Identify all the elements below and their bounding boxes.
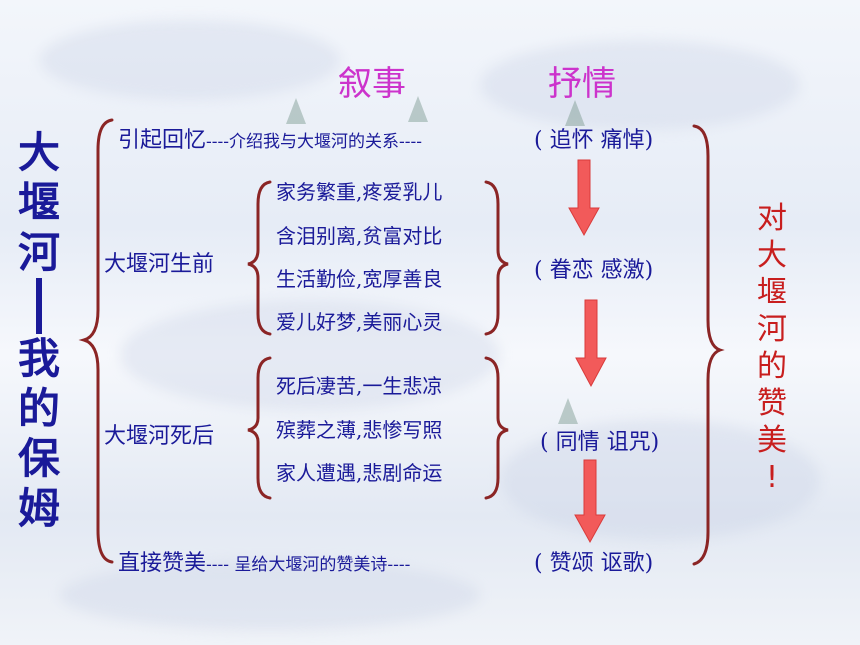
snow-patch — [480, 40, 800, 130]
note-char: 大 — [757, 238, 787, 273]
row-dash: ---- — [206, 132, 229, 152]
dead-item: 家人遭遇,悲剧命运 — [276, 461, 443, 485]
title-char: 河 — [17, 228, 60, 277]
snow-patch — [40, 20, 340, 100]
title-dash — [36, 278, 42, 334]
praise-note: 对 大 堰 河 的 赞 美 ! — [752, 200, 792, 496]
snow-patch — [60, 560, 480, 630]
title-char: 堰 — [17, 178, 60, 227]
emotion-recall: ( 追怀 痛悼) — [534, 128, 654, 153]
title-char: 我 — [17, 334, 60, 383]
label-alive: 大堰河生前 — [104, 252, 215, 277]
note-char: 河 — [757, 312, 787, 347]
emotion-alive: ( 眷恋 感激) — [534, 258, 654, 283]
row-dash: ---- — [399, 132, 422, 152]
arrow-down-icon — [575, 299, 607, 388]
note-char: 赞 — [757, 386, 787, 421]
tree-decoration — [286, 98, 306, 124]
row-praise: 直接赞美---- 呈给大堰河的赞美诗---- — [118, 545, 410, 577]
dead-left-brace — [247, 356, 272, 500]
note-char: 的 — [757, 349, 787, 384]
emotion-praise: ( 赞颂 讴歌) — [534, 551, 654, 576]
emotion-dead: ( 同情 诅咒) — [540, 430, 660, 455]
tree-decoration — [408, 96, 428, 122]
alive-left-brace — [247, 180, 272, 336]
alive-item: 生活勤俭,宽厚善良 — [276, 267, 443, 291]
dead-item: 殡葬之薄,悲惨写照 — [276, 418, 443, 442]
row-detail: 介绍我与大堰河的关系 — [229, 132, 399, 152]
note-char: 对 — [757, 201, 787, 236]
heading-lyric: 抒情 — [548, 64, 616, 104]
dead-item: 死后凄苦,一生悲凉 — [276, 374, 443, 398]
row-main-text: 直接赞美 — [118, 551, 207, 576]
note-char: 堰 — [757, 275, 787, 310]
title-char: 姆 — [17, 484, 60, 533]
arrow-down-icon — [568, 159, 600, 237]
big-left-brace — [78, 118, 114, 564]
alive-item: 爱儿好梦,美丽心灵 — [276, 310, 443, 334]
snow-patch — [500, 420, 820, 540]
alive-item: 含泪别离,贫富对比 — [276, 224, 443, 248]
row-recall: 引起回忆----介绍我与大堰河的关系---- — [118, 122, 422, 154]
alive-item: 家务繁重,疼爱乳儿 — [276, 180, 443, 204]
note-char: 美 — [757, 423, 787, 458]
tree-decoration — [558, 398, 578, 424]
row-dash: ---- — [387, 555, 411, 575]
title-char: 的 — [17, 384, 60, 433]
alive-right-brace — [484, 180, 509, 336]
snow-patch — [120, 300, 500, 410]
title-char: 保 — [17, 434, 60, 483]
tree-decoration — [565, 100, 585, 126]
dead-right-brace — [484, 356, 509, 500]
big-right-brace — [692, 124, 725, 566]
row-detail: 呈给大堰河的赞美诗 — [234, 555, 388, 575]
heading-narrative: 叙事 — [338, 64, 406, 104]
row-main-text: 引起回忆 — [118, 128, 207, 153]
title-char: 大 — [17, 128, 60, 177]
row-dash: ---- — [206, 555, 235, 575]
arrow-down-icon — [574, 459, 606, 544]
note-char: ! — [765, 460, 779, 495]
main-title: 大 堰 河 我 的 保 姆 — [12, 128, 66, 534]
label-dead: 大堰河死后 — [104, 424, 215, 449]
